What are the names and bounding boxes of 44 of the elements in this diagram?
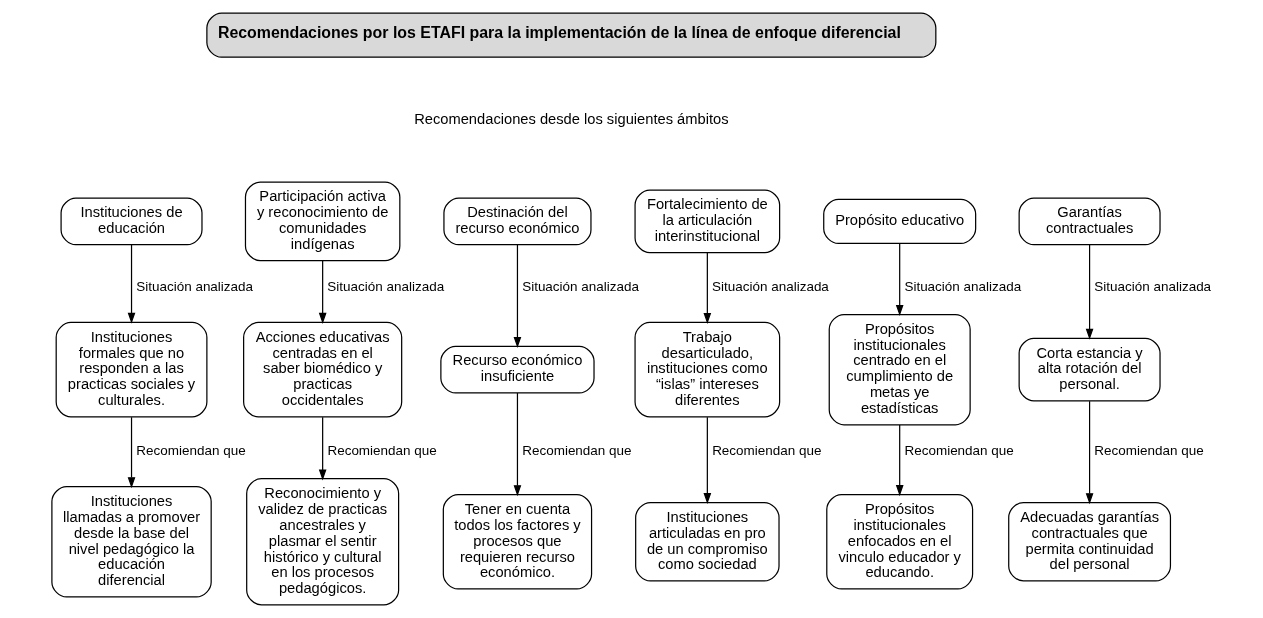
node-box: Propósitos institucionales centrado en el cumplimiento de metas ye estadísticas (828, 313, 971, 426)
arrow (318, 260, 327, 324)
node-box: Corta estancia y alta rotación del personal. (1018, 337, 1161, 402)
arrow (1085, 244, 1093, 340)
edge-label: Situación analizada (135, 278, 253, 294)
node-box: Recomendaciones por los ETAFI para la implementación de la línea de enfoque diferencial (205, 12, 936, 58)
edge-label: Situación analizada (326, 278, 444, 294)
node-box: Tener en cuenta todos los factores y procesos que requieren recurso económico. (442, 494, 592, 590)
node-box: Adecuadas garantías contractuales que permita continuidad del personal (1007, 501, 1171, 582)
node-box: Participación activa y reconocimiento de comunidades indígenas (244, 181, 400, 262)
node-box: Instituciones articuladas en pro de un compromiso como sociedad (634, 501, 780, 582)
arrow (702, 252, 711, 325)
node-box: Instituciones llamadas a promover desde la base del nivel pedagógico la educación diferencial (50, 486, 212, 598)
edge-label: Situación analizada (1093, 278, 1211, 294)
arrow (318, 416, 327, 481)
node-box: Propósitos institucionales enfocados en el vinculo educador y educando. (825, 494, 973, 590)
node-box: Reconocimiento y validez de practicas ancestrales y plasmar el sentir histórico y cultural en los procesos pedagógicos. (245, 478, 399, 606)
node-box: Garantías contractuales (1018, 197, 1161, 246)
node-box: Trabajo desarticulado, instituciones como “islas” intereses diferentes (633, 321, 780, 418)
arrow (1085, 400, 1093, 505)
arrow (702, 416, 711, 505)
arrow (127, 416, 135, 489)
edge-label: Recomiendan que (711, 443, 821, 459)
edge-label: Situación analizada (711, 278, 829, 294)
label: Recomendaciones desde los siguientes ámbitos (413, 110, 729, 127)
node-box: Instituciones de educación (59, 197, 203, 246)
edge-label: Recomiendan que (903, 443, 1014, 459)
node-box: Fortalecimiento de la articulación interinstitucional (633, 189, 780, 254)
node-box: Instituciones formales que no responden a las practicas sociales y culturales. (55, 321, 207, 418)
edge-label: Situación analizada (521, 278, 639, 294)
edge-label: Situación analizada (903, 278, 1021, 294)
arrow (895, 242, 904, 317)
arrow (127, 244, 135, 324)
edge-label: Recomiendan que (1093, 443, 1204, 459)
arrow (513, 392, 521, 497)
node-box: Acciones educativas centradas en el saber biomédico y practicas occidentales (242, 321, 402, 418)
node-box: Destinación del recurso económico (442, 197, 592, 246)
arrow (895, 424, 904, 497)
node-box: Recurso económico insuficiente (439, 345, 595, 394)
node-box: Propósito educativo (822, 198, 976, 245)
edge-label: Recomiendan que (135, 443, 246, 459)
edge-label: Recomiendan que (521, 443, 632, 459)
arrow (513, 244, 521, 348)
edge-label: Recomiendan que (326, 443, 437, 459)
